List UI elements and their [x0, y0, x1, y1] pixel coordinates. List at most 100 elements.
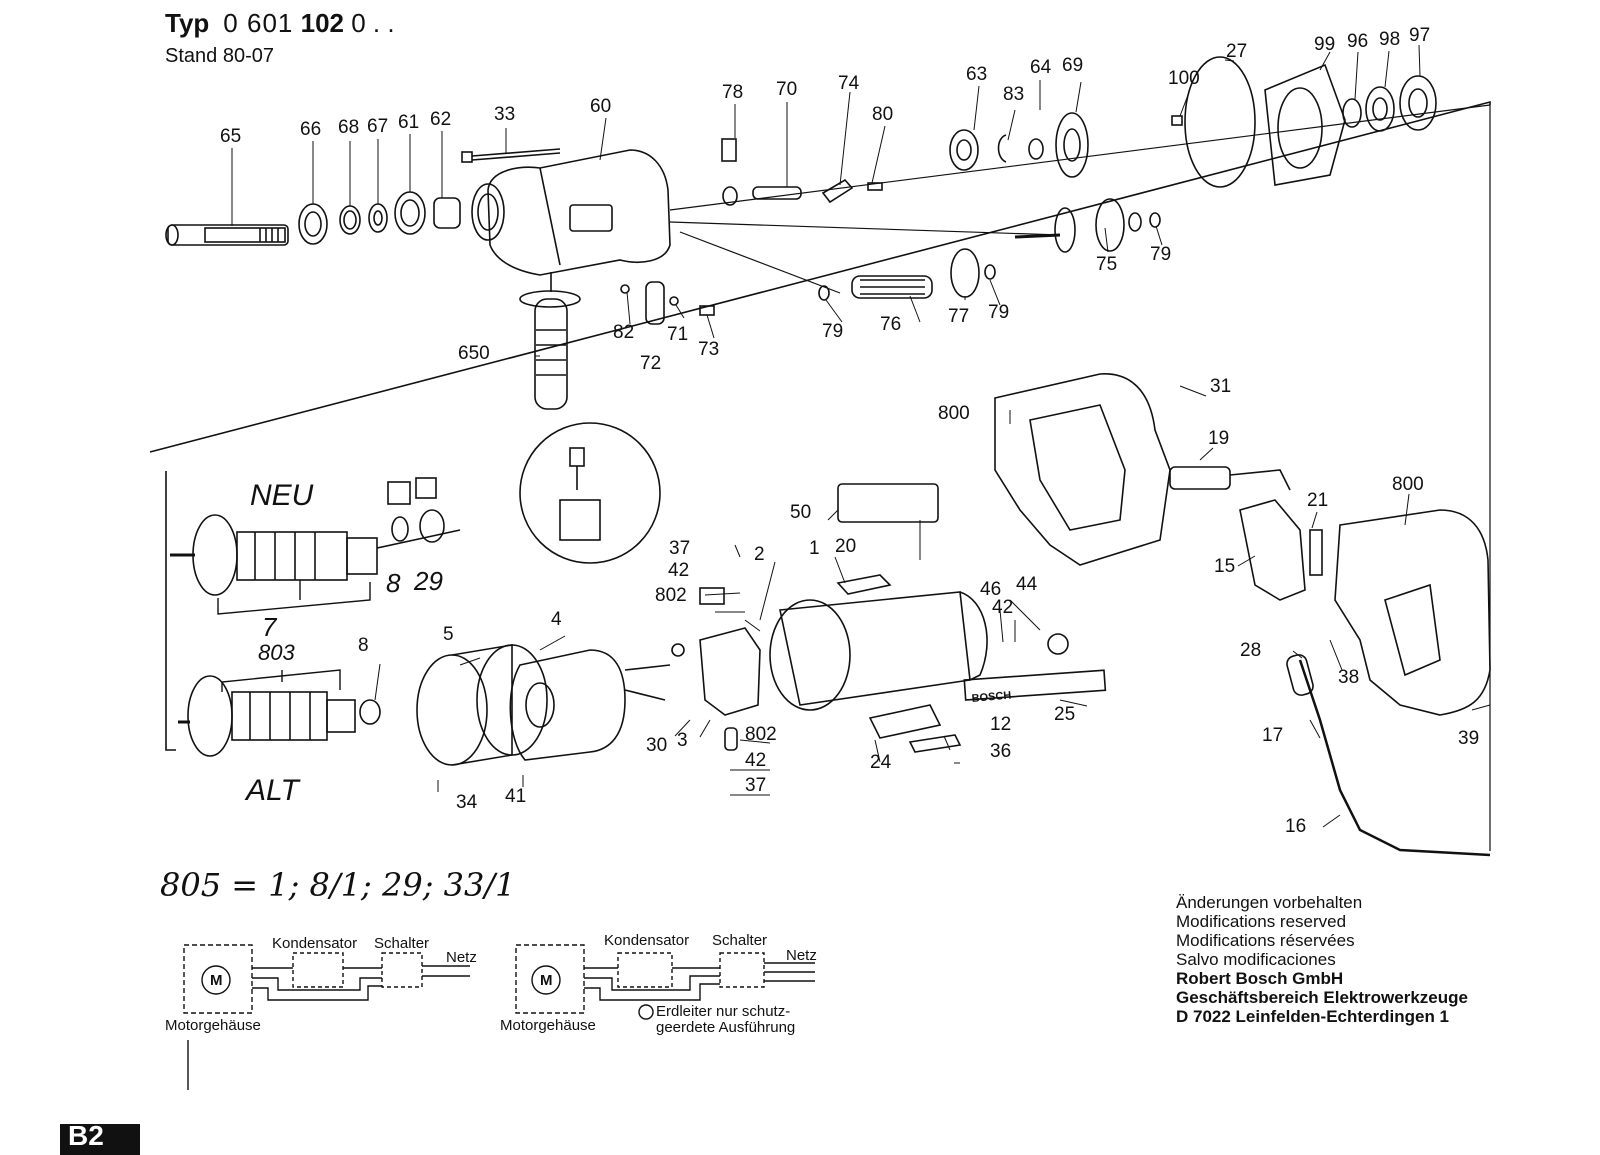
- bosch-decal-text: BOSCH: [971, 690, 1012, 705]
- bracket-7: [217, 580, 371, 615]
- note-en: Modifications reserved: [1176, 912, 1347, 931]
- brush-holder-part: [671, 587, 761, 751]
- armature-old: [178, 675, 356, 757]
- part-label-73: 73: [698, 339, 719, 360]
- gear-bearing-parts: [949, 112, 1089, 178]
- typ-label: Typ: [165, 8, 210, 38]
- part-label-82: 82: [613, 322, 634, 343]
- left-kondensator: Kondensator: [272, 935, 357, 952]
- note-de: Änderungen vorbehalten: [1176, 893, 1363, 912]
- part-label-3: 3: [677, 730, 688, 751]
- page-badge: B2: [60, 1120, 140, 1155]
- part-label-79-a: 79: [1150, 244, 1171, 265]
- part-label-37-a: 37: [669, 538, 690, 559]
- part-label-79-c: 79: [822, 321, 843, 342]
- part-label-34: 34: [456, 792, 478, 813]
- long-screw-part: [461, 148, 561, 163]
- switch-part: [1239, 499, 1323, 601]
- cover-plate-12-part: [908, 734, 962, 753]
- schematic-left-labels: M Kondensator Schalter Netz Motorgehäuse: [165, 935, 477, 1034]
- part-label-70: 70: [776, 79, 797, 100]
- right-netz: Netz: [786, 947, 817, 964]
- intermediate-shaft-parts: [1014, 198, 1161, 253]
- auxiliary-handle-part: [519, 272, 581, 410]
- modifications-notes: Änderungen vorbehalten Modifications res…: [1176, 893, 1362, 969]
- part-label-4: 4: [551, 609, 562, 630]
- part-label-41: 41: [505, 786, 526, 807]
- part-label-24: 24: [870, 752, 892, 773]
- part-label-30: 30: [646, 735, 667, 756]
- part-label-83: 83: [1003, 84, 1024, 105]
- right-schalter: Schalter: [712, 932, 767, 949]
- label-24-part: [868, 704, 942, 739]
- bearing-rings-left: [298, 191, 461, 245]
- part-label-19: 19: [1208, 428, 1229, 449]
- note-es: Salvo modificaciones: [1176, 950, 1336, 969]
- part-label-99: 99: [1314, 34, 1335, 55]
- type-suffix: 0 . .: [351, 8, 395, 38]
- type-number-plain: 0 601: [223, 8, 294, 38]
- gear-housing-part: [471, 149, 671, 276]
- bearing-ring-8-29-new: [387, 477, 445, 543]
- part-label-64: 64: [1030, 57, 1052, 78]
- part-label-25: 25: [1054, 704, 1075, 725]
- part-label-28: 28: [1240, 640, 1261, 661]
- part-label-66: 66: [300, 119, 321, 140]
- right-earth-note-2: geerdete Ausführung: [656, 1019, 795, 1036]
- note-fr: Modifications réservées: [1176, 931, 1355, 950]
- part-label-100: 100: [1168, 68, 1200, 89]
- handwritten-markings: NEU ALT 8 29 7 803: [244, 479, 443, 807]
- part-label-650: 650: [458, 343, 490, 364]
- page-badge-text: B2: [68, 1120, 104, 1151]
- label-alt: ALT: [244, 774, 301, 807]
- company-address: Robert Bosch GmbH Geschäftsbereich Elekt…: [1176, 969, 1468, 1026]
- axis-line-lower: [679, 231, 841, 294]
- part-label-1: 1: [809, 538, 820, 559]
- part-label-37-b: 37: [745, 775, 766, 796]
- motor-housing-part: [769, 591, 988, 711]
- left-netz: Netz: [446, 949, 477, 966]
- rating-plate-part: [837, 483, 939, 523]
- part-label-77: 77: [948, 306, 969, 327]
- part-label-20: 20: [835, 536, 856, 557]
- part-label-75: 75: [1096, 254, 1117, 275]
- type-number-bold: 102: [300, 8, 344, 38]
- shaft-parts-top: [721, 138, 883, 206]
- spindle-part: [165, 224, 289, 246]
- part-label-16: 16: [1285, 816, 1306, 837]
- fan-baffle-part: [416, 644, 548, 766]
- part-label-65: 65: [220, 126, 241, 147]
- part-label-42-a: 42: [668, 560, 689, 581]
- part-label-802-b: 802: [745, 724, 777, 745]
- type-number-heading: Typ 0 601 102 0 . .: [165, 8, 395, 39]
- armature-new: [170, 514, 461, 596]
- part-label-15: 15: [1214, 556, 1235, 577]
- part-label-42-c: 42: [745, 750, 766, 771]
- company-location: D 7022 Leinfelden-Echterdingen 1: [1176, 1007, 1450, 1026]
- part-label-80: 80: [872, 104, 893, 125]
- part-label-800-a: 800: [938, 403, 970, 424]
- part-label-71: 71: [667, 324, 688, 345]
- part-label-74: 74: [838, 73, 860, 94]
- part-label-21: 21: [1307, 490, 1328, 511]
- schematic-right-labels: M Kondensator Schalter Netz Motorgehäuse…: [500, 932, 817, 1036]
- part-label-12: 12: [990, 714, 1011, 735]
- stand-date: Stand 80-07: [165, 45, 274, 67]
- part-label-96: 96: [1347, 31, 1368, 52]
- part-label-62: 62: [430, 109, 451, 130]
- right-earth-note-1: Erdleiter nur schutz-: [656, 1003, 790, 1020]
- handle-housing-right: [1334, 509, 1491, 716]
- kit-formula: 805 = 1; 8/1; 29; 33/1: [160, 866, 516, 904]
- schematic-right: [515, 944, 815, 1020]
- part-label-7: 7: [262, 612, 278, 642]
- part-label-17: 17: [1262, 725, 1283, 746]
- bearing-flange-parts: [1171, 56, 1437, 188]
- pinion-shaft-parts: [818, 248, 996, 301]
- company-name: Robert Bosch GmbH: [1176, 969, 1344, 988]
- label-neu: NEU: [250, 479, 314, 512]
- right-motor-symbol: M: [540, 972, 553, 989]
- part-label-8-new: 8: [386, 568, 401, 598]
- part-label-61: 61: [398, 112, 419, 133]
- part-label-5: 5: [443, 624, 454, 645]
